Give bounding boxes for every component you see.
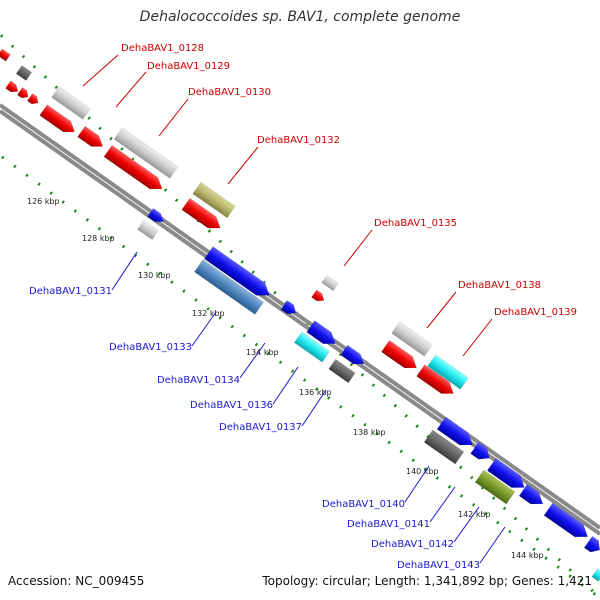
gene-0135-a <box>321 274 339 292</box>
minus-gene-leader-line <box>239 342 266 379</box>
gene-0139-a <box>427 354 469 390</box>
gene-0130-b <box>103 144 163 190</box>
gene-0129-b <box>77 125 104 147</box>
tick-label: 138 kbp <box>353 428 386 437</box>
gene-0139-b <box>416 364 454 394</box>
gene-0131-a <box>147 207 164 222</box>
tick-label: 132 kbp <box>192 309 225 318</box>
plus-gene-leader-line <box>462 318 493 357</box>
gene-0143-b <box>543 502 589 538</box>
small-red-gene-a <box>5 80 19 93</box>
tick-label: 128 kbp <box>82 234 115 243</box>
tick-label: 140 kbp <box>406 467 439 476</box>
gene-0144 <box>583 535 600 553</box>
tick-label: 134 kbp <box>246 348 279 357</box>
plus-strand-labels: DehaBAV1_0128DehaBAV1_0129DehaBAV1_0130D… <box>82 43 577 357</box>
plus-gene-label[interactable]: DehaBAV1_0128 <box>121 43 204 54</box>
gene-0137-b <box>328 358 356 384</box>
gene-0141-b <box>486 458 525 488</box>
gene-0134-a <box>280 300 297 315</box>
gene-0133-a <box>204 246 270 296</box>
gene-0136 <box>293 331 331 363</box>
gene-0140-a <box>436 416 473 446</box>
gene-0128 <box>51 86 91 120</box>
gene-0132-b <box>181 197 221 229</box>
minus-gene-label[interactable]: DehaBAV1_0141 <box>347 519 430 530</box>
backbone-outer <box>0 103 600 530</box>
tick-label: 130 kbp <box>138 271 171 280</box>
minus-gene-leader-line <box>301 389 327 427</box>
minus-gene-leader-line <box>429 486 456 523</box>
gene-0142 <box>474 469 516 505</box>
gene-0143-a <box>518 484 544 505</box>
gene-0134-b <box>306 320 336 344</box>
plus-gene-leader-line <box>343 229 373 267</box>
small-red-gene-b <box>16 87 29 99</box>
minus-gene-leader-line <box>404 465 430 503</box>
gene-0140-b <box>423 429 465 465</box>
minus-gene-label[interactable]: DehaBAV1_0143 <box>397 560 480 571</box>
plus-gene-leader-line <box>426 291 457 329</box>
tick-labels: 126 kbp 128 kbp 130 kbp 132 kbp 134 kbp 136 k… <box>27 197 544 560</box>
inner-tick-ring <box>0 153 600 600</box>
teal-edge-gene <box>591 568 600 582</box>
minus-strand-labels: DehaBAV1_0131DehaBAV1_0133DehaBAV1_0134D… <box>29 251 506 571</box>
plus-gene-label[interactable]: DehaBAV1_0139 <box>494 307 577 318</box>
gene-0130-a <box>113 127 179 179</box>
gene-0135-b <box>311 289 325 302</box>
gene-0137-a <box>340 344 365 365</box>
accession-text: Accession: NC_009455 <box>8 574 145 588</box>
tick-label: 144 kbp <box>511 551 544 560</box>
minus-gene-label[interactable]: DehaBAV1_0134 <box>157 375 240 386</box>
plus-gene-label[interactable]: DehaBAV1_0129 <box>147 61 230 72</box>
genome-summary-text: Topology: circular; Length: 1,341,892 bp… <box>262 574 592 588</box>
gene-0138-a <box>391 321 433 357</box>
plus-gene-label[interactable]: DehaBAV1_0132 <box>257 135 340 146</box>
gene-0138-b <box>381 340 417 369</box>
map-title: Dehalococcoides sp. BAV1, complete genom… <box>139 9 461 25</box>
minus-gene-label[interactable]: DehaBAV1_0131 <box>29 286 112 297</box>
minus-gene-leader-line <box>479 526 506 564</box>
tick-label: 142 kbp <box>458 510 491 519</box>
gene-0131-b <box>137 219 159 241</box>
plus-gene-leader-line <box>227 146 259 185</box>
tick-label: 126 kbp <box>27 197 60 206</box>
gene-0133-b <box>194 259 264 315</box>
small-gray-gene <box>15 65 33 81</box>
gene-0132-a <box>192 181 236 219</box>
minus-gene-leader-line <box>272 366 299 405</box>
minus-gene-leader-line <box>111 251 138 291</box>
minus-gene-label[interactable]: DehaBAV1_0142 <box>371 539 454 550</box>
minus-gene-label[interactable]: DehaBAV1_0133 <box>109 342 192 353</box>
minus-gene-leader-line <box>191 311 217 347</box>
minus-gene-leader-line <box>453 506 480 543</box>
minus-gene-label[interactable]: DehaBAV1_0140 <box>322 499 405 510</box>
orange-gene <box>0 48 11 62</box>
tick-label: 136 kbp <box>299 388 332 397</box>
plus-gene-label[interactable]: DehaBAV1_0130 <box>188 87 271 98</box>
minus-gene-label[interactable]: DehaBAV1_0136 <box>190 400 273 411</box>
plus-gene-leader-line <box>82 54 119 87</box>
plus-gene-label[interactable]: DehaBAV1_0135 <box>374 218 457 229</box>
gene-features <box>0 48 600 582</box>
minus-gene-label[interactable]: DehaBAV1_0137 <box>219 422 302 433</box>
small-red-gene-c <box>26 93 39 105</box>
plus-gene-leader-line <box>115 71 147 108</box>
plus-gene-leader-line <box>158 98 189 137</box>
gene-0129-a <box>39 104 75 133</box>
plus-gene-label[interactable]: DehaBAV1_0138 <box>458 280 541 291</box>
gene-0141-a <box>470 441 490 460</box>
